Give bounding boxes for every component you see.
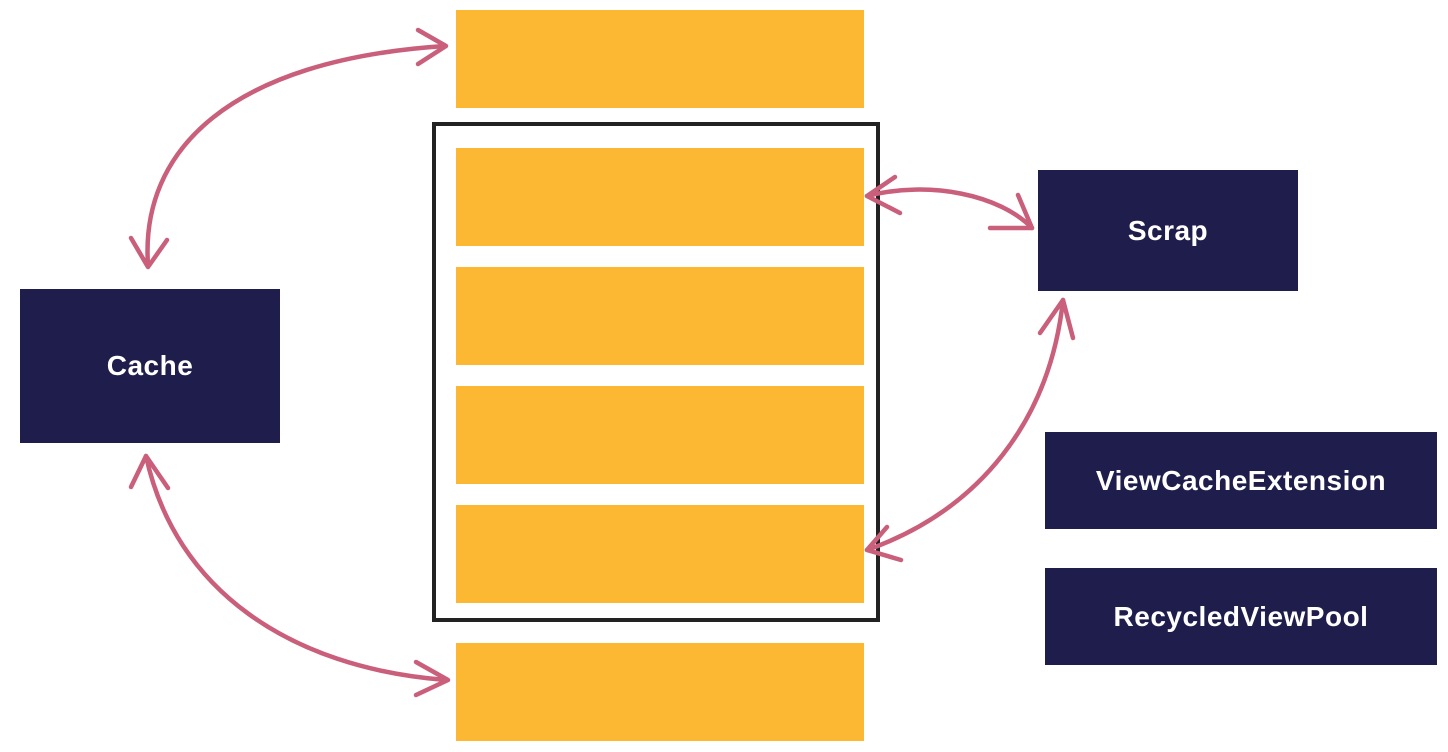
cache-box: Cache (20, 289, 280, 443)
recycled-view-pool-box: RecycledViewPool (1045, 568, 1437, 665)
item-visible-2 (456, 267, 864, 365)
view-cache-extension-box: ViewCacheExtension (1045, 432, 1437, 529)
scrap-box: Scrap (1038, 170, 1298, 291)
arrow-scrap-to-item-1 (864, 187, 1035, 231)
arrowhead-top-item (415, 27, 449, 67)
recycled-view-pool-label: RecycledViewPool (1113, 600, 1369, 632)
cache-label: Cache (106, 350, 194, 381)
arrowhead-cache-top (128, 235, 170, 270)
item-below-viewport (456, 643, 864, 741)
arrow-cache-to-top-item (145, 43, 448, 268)
arrowhead-scrap (987, 192, 1035, 231)
arrow-scrap-to-item-4 (864, 297, 1066, 553)
arrowhead-cache-bottom (128, 453, 171, 491)
scrap-label: Scrap (1127, 214, 1209, 246)
arrow-cache-to-bottom-item (143, 453, 449, 683)
item-visible-4 (456, 505, 864, 603)
viewport-frame (432, 122, 880, 622)
arrowhead-scrap-bottom (1037, 297, 1076, 341)
view-cache-extension-label: ViewCacheExtension (1095, 464, 1387, 496)
item-visible-1 (456, 148, 864, 246)
item-visible-3 (456, 386, 864, 484)
item-above-viewport (456, 10, 864, 108)
arrowhead-bottom-item (413, 659, 451, 698)
